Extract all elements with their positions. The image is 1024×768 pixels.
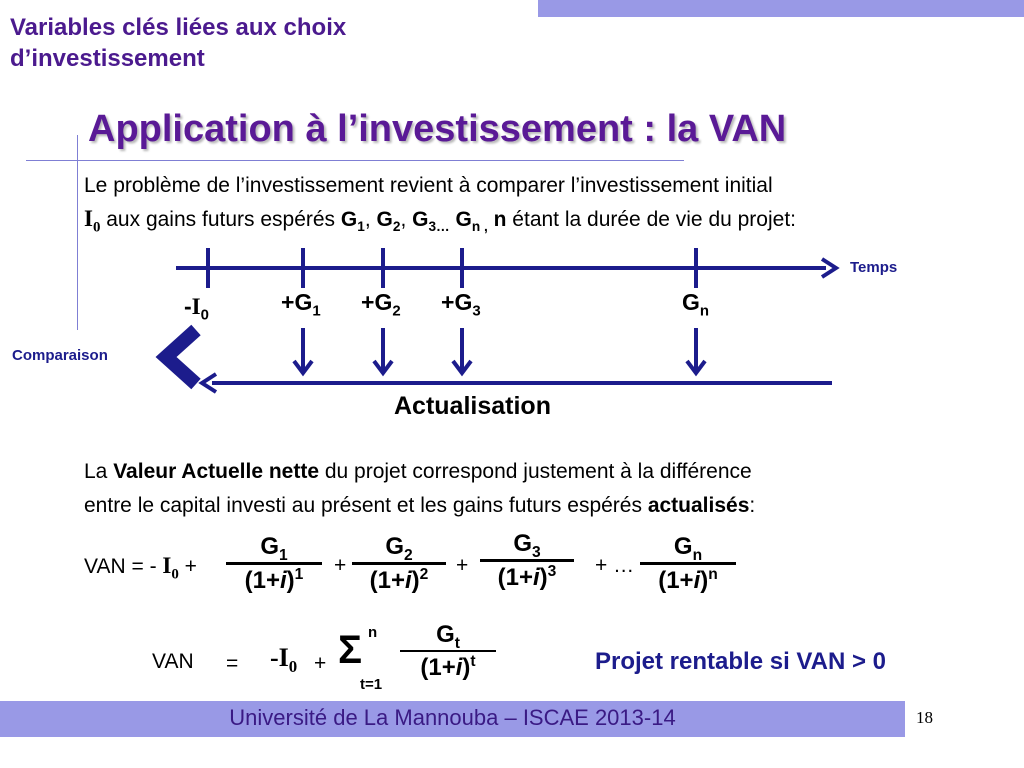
timeline-node-2: +G2 [361, 289, 401, 320]
formula2-equals: = [226, 652, 239, 675]
intro-line-1: Le problème de l’investissement revient … [84, 174, 773, 197]
discount-axis-arrowhead [198, 372, 218, 394]
formula1-plus-1: + [334, 554, 347, 577]
intro-line-2: I0 aux gains futurs espérés G1, G2, G3… … [84, 206, 796, 236]
timeline-node-1: +G1 [281, 289, 321, 320]
timeline-node-n: Gn [682, 289, 710, 320]
discount-arrow-n-head [685, 359, 707, 377]
comparison-label: Comparaison [12, 347, 108, 364]
initial-investment-symbol: I0 [84, 206, 101, 236]
formula1-term-1: G1 (1+i)1 [226, 533, 322, 595]
formula1-term-2: G2 (1+i)2 [352, 533, 446, 595]
formula1-lhs: VAN = - I0 + [84, 553, 197, 583]
discount-arrow-1-head [292, 359, 314, 377]
comparison-bracket [155, 324, 201, 390]
formula1-term-3: G3 (1+i)3 [480, 530, 574, 592]
page-number: 18 [916, 708, 933, 727]
slide-title: Application à l’investissement : la VAN [88, 108, 787, 150]
timeline-diagram [155, 248, 840, 394]
formula1-term-n: Gn (1+i)n [640, 533, 736, 595]
time-axis-arrowhead [820, 257, 840, 279]
discount-arrow-2-head [372, 359, 394, 377]
discount-label: Actualisation [394, 392, 551, 420]
sum-upper-bound: n [368, 624, 378, 641]
definition-line-1: La Valeur Actuelle nette du projet corre… [84, 460, 752, 483]
sum-symbol: Σ [338, 628, 363, 672]
formula2-fraction: Gt (1+i)t [400, 621, 496, 682]
time-axis-label: Temps [850, 259, 898, 276]
formula2-lhs: VAN [152, 650, 194, 673]
vertical-divider [77, 135, 78, 330]
footer-bar [0, 701, 905, 737]
timeline-node-3: +G3 [441, 289, 481, 320]
formula2-initial-investment: -I0 [270, 643, 298, 677]
top-accent-bar [538, 0, 1024, 17]
horizontal-divider [26, 160, 684, 161]
formula2-plus: + [314, 652, 327, 675]
discount-arrow-3-head [451, 359, 473, 377]
timeline-node-initial: -I0 [184, 293, 209, 324]
footer-text: Université de La Mannouba – ISCAE 2013-1… [229, 705, 676, 730]
formula1-ellipsis: + … [595, 554, 635, 577]
profitability-rule: Projet rentable si VAN > 0 [595, 648, 886, 675]
definition-line-2: entre le capital investi au présent et l… [84, 494, 756, 517]
sum-lower-bound: t=1 [360, 676, 383, 693]
formula1-plus-2: + [456, 554, 469, 577]
section-title: Variables clés liées aux choix d’investi… [10, 14, 347, 72]
